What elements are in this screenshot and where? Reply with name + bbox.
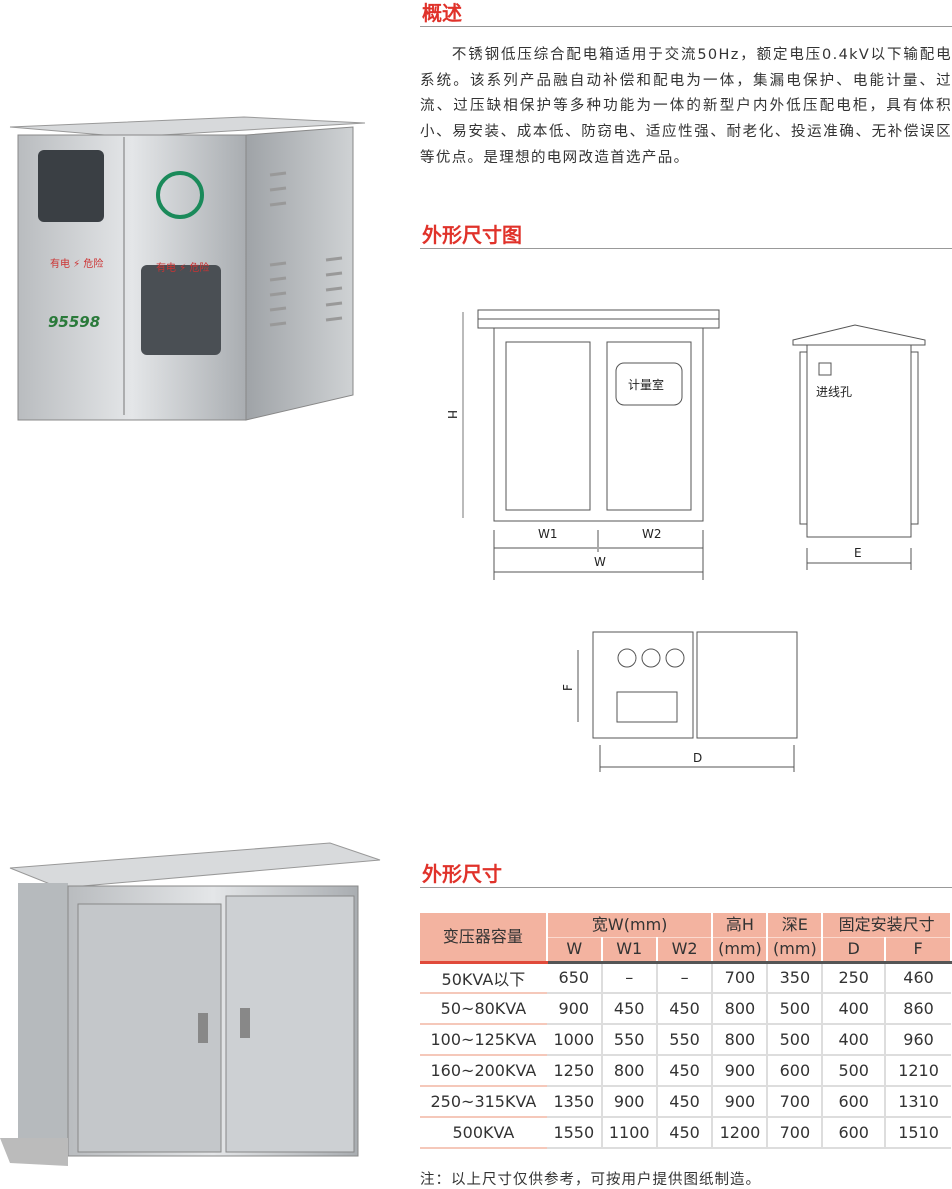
table-cell: 460 xyxy=(885,962,951,994)
dimension-drawing-front-side: H 计量室 W1 W2 W 进线孔 E xyxy=(445,309,926,580)
table-cell: 50~80KVA xyxy=(420,993,547,1025)
table-cell: 900 xyxy=(546,993,603,1025)
header-depth: 深E xyxy=(767,913,824,938)
table-cell: 450 xyxy=(601,993,658,1025)
table-cell: 400 xyxy=(822,1024,887,1056)
table-cell: 800 xyxy=(712,993,769,1025)
table-cell: 450 xyxy=(656,1086,714,1118)
hotline-logo: 95598 xyxy=(48,313,100,331)
table-cell: 160~200KVA xyxy=(420,1055,547,1087)
table-cell: 700 xyxy=(767,1117,824,1149)
warning-label-left: 有电 ⚡ 危险 xyxy=(50,257,103,270)
table-cell: 450 xyxy=(656,1055,714,1087)
label-W1: W1 xyxy=(538,527,558,541)
table-cell: 900 xyxy=(601,1086,658,1118)
table-cell: 550 xyxy=(601,1024,658,1056)
table-cell: 500 xyxy=(767,1024,824,1056)
header-depth-unit: (mm) xyxy=(767,937,824,964)
table-cell: 800 xyxy=(712,1024,769,1056)
dimensions-heading: 外形尺寸 xyxy=(420,861,952,888)
table-cell: 500KVA xyxy=(420,1117,547,1149)
warning-label-right: 有电 ⚡ 危险 xyxy=(156,261,209,274)
label-E: E xyxy=(854,546,862,560)
header-height: 高H xyxy=(712,913,769,938)
header-capacity: 变压器容量 xyxy=(420,913,548,964)
label-inlet-hole: 进线孔 xyxy=(816,385,852,399)
table-cell: – xyxy=(601,962,658,994)
table-cell: 50KVA以下 xyxy=(420,962,547,994)
table-cell: 500 xyxy=(767,993,824,1025)
table-cell: 500 xyxy=(822,1055,887,1087)
table-cell: 1310 xyxy=(885,1086,951,1118)
overview-paragraph: 不锈钢低压综合配电箱适用于交流50Hz，额定电压0.4kV以下输配电系统。该系列… xyxy=(420,47,952,166)
table-cell: 800 xyxy=(601,1055,658,1087)
table-cell: 250~315KVA xyxy=(420,1086,547,1118)
table-cell: – xyxy=(656,962,714,994)
header-D: D xyxy=(822,937,887,964)
label-W2: W2 xyxy=(642,527,662,541)
label-F: F xyxy=(561,684,575,691)
table-cell: 450 xyxy=(656,993,714,1025)
table-cell: 700 xyxy=(767,1086,824,1118)
dimension-drawing-base: F D xyxy=(561,631,798,772)
product-photo-cabinet-angled xyxy=(0,842,381,1166)
table-cell: 600 xyxy=(822,1086,887,1118)
table-cell: 1000 xyxy=(546,1024,603,1056)
header-W2: W2 xyxy=(656,937,714,964)
table-cell: 860 xyxy=(885,993,951,1025)
label-metering-room: 计量室 xyxy=(628,377,664,392)
drawing-heading: 外形尺寸图 xyxy=(420,222,952,249)
table-cell: 550 xyxy=(656,1024,714,1056)
header-W: W xyxy=(546,937,603,964)
header-height-unit: (mm) xyxy=(712,937,769,964)
table-cell: 960 xyxy=(885,1024,951,1056)
table-cell: 400 xyxy=(822,993,887,1025)
dimensions-table: 变压器容量 宽W(mm) 高H 深E 固定安装尺寸 W W1 W2 (mm) (… xyxy=(420,913,952,1149)
table-cell: 1250 xyxy=(546,1055,603,1087)
table-cell: 1200 xyxy=(712,1117,769,1149)
header-W1: W1 xyxy=(601,937,658,964)
table-cell: 250 xyxy=(822,962,887,994)
table-cell: 1510 xyxy=(885,1117,951,1149)
table-cell: 1100 xyxy=(601,1117,658,1149)
label-H: H xyxy=(445,410,459,419)
table-cell: 600 xyxy=(822,1117,887,1149)
dimensions-note: 注：以上尺寸仅供参考，可按用户提供图纸制造。 xyxy=(420,1172,761,1188)
table-cell: 1210 xyxy=(885,1055,951,1087)
label-W: W xyxy=(594,555,606,569)
product-photo-cabinet-front: 有电 ⚡ 危险 有电 ⚡ 危险 95598 xyxy=(9,116,366,421)
table-cell: 650 xyxy=(546,962,603,994)
table-cell: 900 xyxy=(712,1055,769,1087)
table-cell: 350 xyxy=(767,962,824,994)
table-cell: 100~125KVA xyxy=(420,1024,547,1056)
table-cell: 450 xyxy=(656,1117,714,1149)
table-cell: 1350 xyxy=(546,1086,603,1118)
table-cell: 1550 xyxy=(546,1117,603,1149)
header-width: 宽W(mm) xyxy=(546,913,714,938)
header-mount: 固定安装尺寸 xyxy=(822,913,952,938)
label-D: D xyxy=(693,751,702,765)
table-cell: 600 xyxy=(767,1055,824,1087)
header-F: F xyxy=(885,937,952,964)
overview-heading: 概述 xyxy=(420,0,952,27)
table-cell: 900 xyxy=(712,1086,769,1118)
table-cell: 700 xyxy=(712,962,769,994)
